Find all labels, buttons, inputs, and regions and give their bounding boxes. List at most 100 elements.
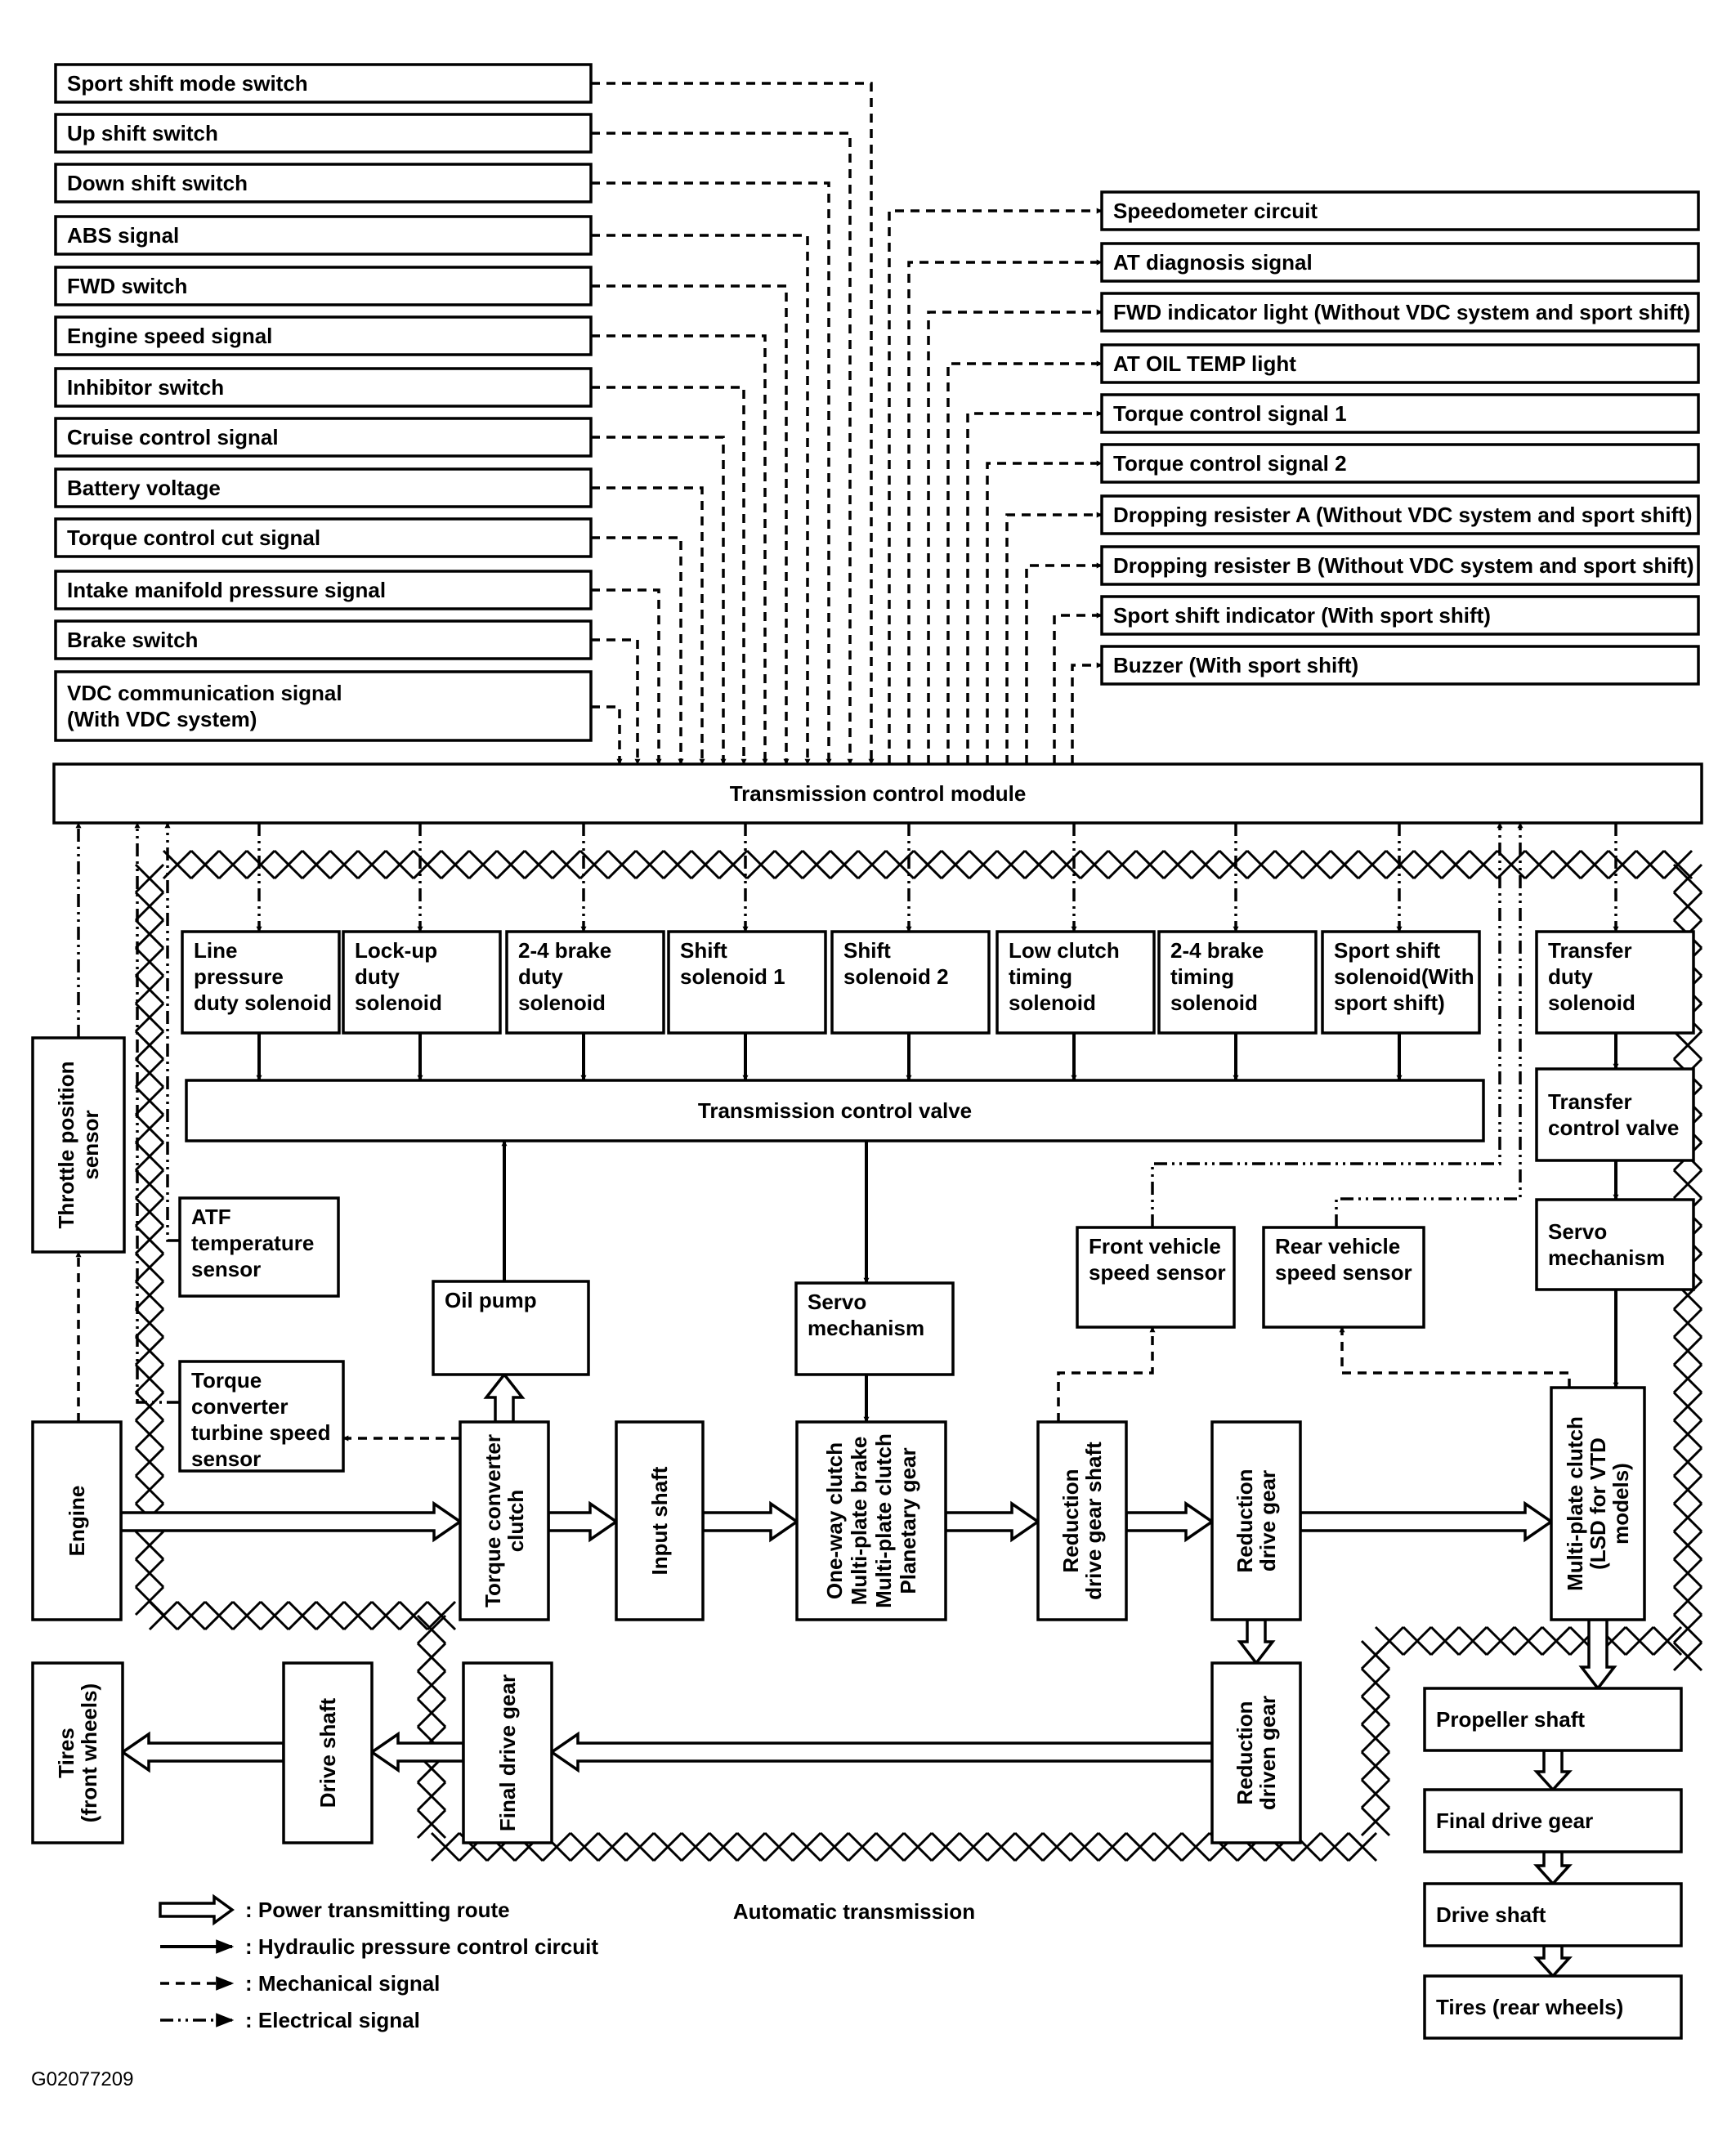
legend-label: : Hydraulic pressure control circuit [245,1934,598,1959]
input-signal-line [591,334,768,765]
legend-power-symbol [159,1893,235,1926]
reduction-driven-gear-label: Reduction [1233,1701,1257,1804]
torque-converter-turbine-speed-sensor-label: Torque [191,1368,262,1393]
at-diagnosis-signal-label: AT diagnosis signal [1113,250,1313,275]
buzzer: Buzzer (With sport shift) [1100,645,1700,686]
at-diagnosis-signal: AT diagnosis signal [1100,242,1700,283]
throttle-position-sensor-label: sensor [78,1110,103,1179]
reduction-drive-gear-shaft-frame [1036,1420,1128,1621]
servo-mechanism-right-label: Servo [1548,1219,1607,1244]
output-signal-line [1053,612,1103,764]
sport-shift-indicator: Sport shift indicator (With sport shift) [1100,595,1700,636]
input-signal-line [591,638,641,765]
reduction-driven-gear-label: driven gear [1255,1696,1280,1810]
at-oil-temp-light-label: AT OIL TEMP light [1113,351,1296,376]
torque-control-signal-1-frame [1100,393,1700,434]
input-shaft-label: Input shaft [647,1466,672,1575]
legend-label: : Power transmitting route [245,1898,510,1922]
dropping-resister-b: Dropping resister B (Without VDC system … [1100,545,1700,586]
brake-2-4-timing-solenoid-frame [1157,930,1318,1035]
brake-2-4-duty-solenoid-label: 2-4 brake [518,938,611,963]
engine-label: Engine [65,1486,89,1557]
tires-front: Tires(front wheels) [31,1661,124,1844]
sport-shift-mode-switch-frame [54,63,593,104]
transfer-control-valve-frame [1535,1067,1695,1162]
engine-speed-signal-label: Engine speed signal [67,324,272,348]
shift-solenoid-2-label: solenoid 2 [843,964,949,989]
output-signal-line [986,460,1103,764]
sport-shift-indicator-label: Sport shift indicator (With sport shift) [1113,603,1491,628]
down-shift-switch-frame [54,163,593,203]
planetary-group-label: Planetary gear [896,1447,920,1594]
dropping-resister-a-frame [1100,494,1700,535]
output-signal-line [1025,562,1103,764]
line-pressure-duty-solenoid-label: pressure [194,964,284,989]
speedometer-circuit: Speedometer circuit [1100,190,1700,231]
fwd-indicator-light: FWD indicator light (Without VDC system … [1100,292,1700,333]
shift-solenoid-1-label: solenoid 1 [680,964,785,989]
power-arrow [1533,1850,1573,1886]
input-signal-line [591,705,623,765]
legend-hydraulic: : Hydraulic pressure control circuit [160,1934,598,1959]
planetary-group-label: One-way clutch [822,1442,847,1599]
line-pressure-duty-solenoid-label: duty solenoid [194,990,332,1015]
dropping-resister-b-label: Dropping resister B (Without VDC system … [1113,553,1693,578]
multi-plate-clutch-lsd-label: Multi-plate clutch [1563,1416,1587,1591]
power-arrow [1237,1618,1276,1665]
down-shift-switch-label: Down shift switch [67,171,248,195]
planetary-group-label: Multi-plate brake [847,1437,871,1606]
brake-2-4-timing-solenoid-label: 2-4 brake [1170,938,1264,963]
propeller-shaft: Propeller shaft [1423,1687,1683,1752]
torque-control-signal-2-frame [1100,443,1700,484]
at-oil-temp-light-frame [1100,343,1700,384]
final-drive-gear-front-label: Final drive gear [495,1674,520,1831]
final-drive-gear-rear-label: Final drive gear [1436,1808,1593,1833]
oil-pump-frame [432,1280,590,1376]
up-shift-switch-label: Up shift switch [67,121,218,145]
brake-switch: Brake switch [54,619,593,660]
low-clutch-timing-solenoid-frame [996,930,1156,1035]
tires-rear-frame [1423,1974,1683,2040]
legend-label: : Electrical signal [245,2008,420,2032]
power-arrow [944,1500,1041,1543]
input-signal-line [591,234,811,765]
multi-plate-clutch-lsd-label: models) [1608,1463,1633,1545]
rear-vehicle-speed-sensor-frame [1262,1226,1425,1329]
shift-solenoid-1-label: Shift [680,938,727,963]
oil-pump-label: Oil pump [445,1288,537,1312]
tires-front-frame [31,1661,124,1844]
drive-shaft-front-frame [282,1661,374,1844]
abs-signal-frame [54,215,593,256]
power-arrow [369,1731,465,1773]
line-pressure-duty-solenoid-label: Line [194,938,237,963]
sport-shift-solenoid-frame [1321,930,1481,1035]
reduction-driven-gear-frame [1210,1661,1302,1844]
brake-switch-label: Brake switch [67,628,198,652]
transmission-control-module-label: Transmission control module [730,781,1027,806]
legend: : Power transmitting route : Hydraulic pr… [159,1893,598,2032]
drive-shaft-front-label: Drive shaft [315,1697,340,1808]
battery-voltage-frame [54,467,593,508]
fwd-switch: FWD switch [54,266,593,306]
transfer-duty-solenoid-label: Transfer [1548,938,1632,963]
rear-vehicle-speed-sensor-label: Rear vehicle [1275,1234,1400,1259]
front-vehicle-speed-sensor-label: speed sensor [1089,1260,1226,1285]
figure-code: G02077209 [31,2068,133,2090]
transmission-control-valve-frame [185,1079,1485,1142]
final-drive-gear-rear-frame [1423,1788,1683,1853]
reduction-drive-gear-shaft-label: Reduction [1058,1469,1083,1572]
servo-mechanism-frame [794,1281,955,1376]
lock-up-duty-solenoid-frame [342,930,502,1035]
drive-shaft-rear-label: Drive shaft [1436,1902,1546,1927]
tires-front-label: Tires [54,1728,78,1778]
engine: Engine [31,1420,123,1621]
input-signal-line [591,386,747,765]
